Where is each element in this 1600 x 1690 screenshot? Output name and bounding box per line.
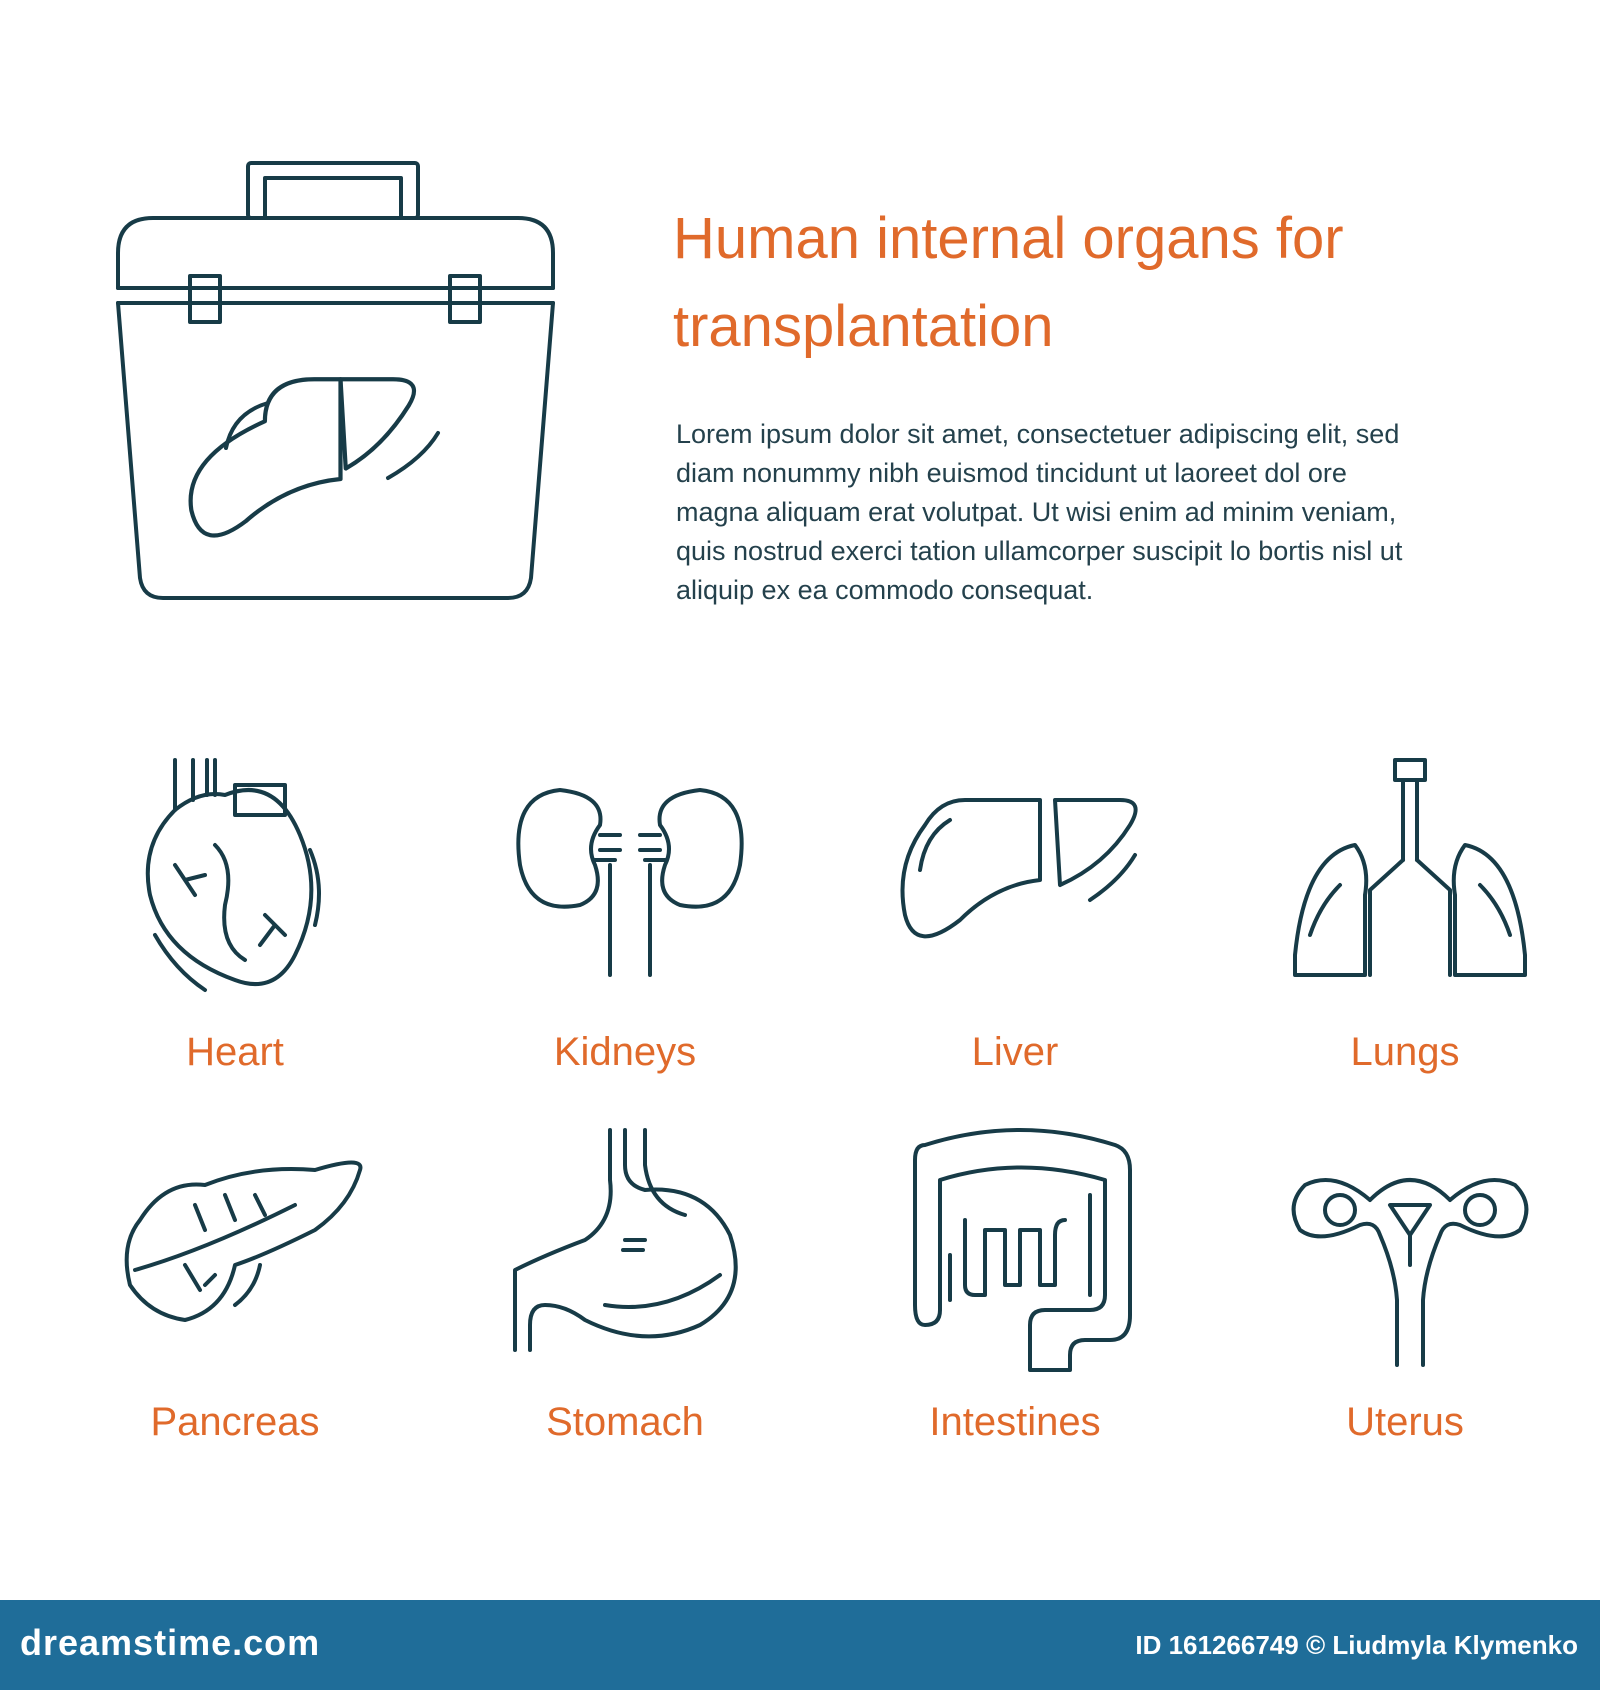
image-credit: ID 161266749 © Liudmyla Klymenko [1135,1630,1578,1661]
organ-item-stomach: Stomach [430,1125,820,1495]
kidneys-icon [516,788,744,977]
organ-transport-box-icon [116,161,555,600]
organ-label: Stomach [546,1400,704,1444]
heart-icon [145,758,321,992]
organ-item-intestines: Intestines [820,1125,1210,1495]
organ-item-lungs: Lungs [1210,755,1600,1125]
organ-item-uterus: Uterus [1210,1125,1600,1495]
stomach-icon [513,1128,738,1352]
image-id: ID 161266749 [1135,1630,1299,1660]
uterus-icon [1291,1178,1529,1367]
organ-grid: Heart Kidneys Liver Lungs [40,755,1600,1455]
lungs-icon [1293,758,1527,977]
brand-logo[interactable]: dreamstime.com [20,1622,321,1663]
organ-label: Pancreas [150,1400,320,1444]
organ-label: Heart [186,1030,284,1074]
pancreas-icon [124,1160,363,1322]
intestines-icon [913,1128,1132,1372]
author-name: Liudmyla Klymenko [1332,1630,1578,1660]
organ-item-heart: Heart [40,755,430,1125]
copyright-icon: © [1305,1630,1326,1660]
page-title: Human internal organs for transplantatio… [673,206,1344,359]
organ-item-pancreas: Pancreas [40,1125,430,1495]
description-text: Lorem ipsum dolor sit amet, consectetuer… [676,419,1403,605]
organ-item-liver: Liver [820,755,1210,1125]
organ-label: Uterus [1346,1400,1464,1444]
organ-label: Liver [971,1030,1059,1074]
footer-bar: dreamstime.com ID 161266749 © Liudmyla K… [0,1600,1600,1690]
organ-label: Intestines [929,1400,1101,1444]
organ-label: Kidneys [553,1030,697,1074]
organ-label: Lungs [1350,1030,1460,1074]
organ-item-kidneys: Kidneys [430,755,820,1125]
liver-icon [900,798,1138,939]
